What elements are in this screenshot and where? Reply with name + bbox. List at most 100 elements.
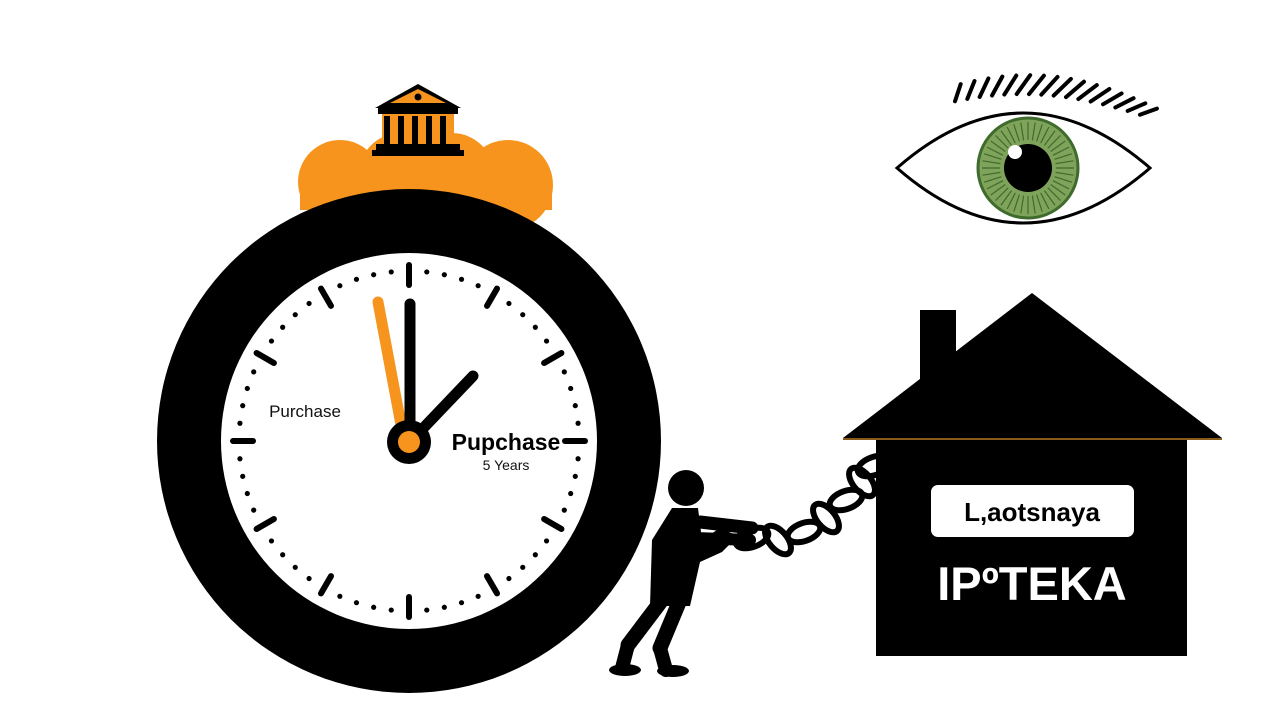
clock-ticks <box>230 262 588 620</box>
clock-hour-tick <box>484 573 500 597</box>
eye-icon <box>894 73 1159 225</box>
house-title: IPºTEKA <box>937 557 1127 610</box>
clock-minute-dot <box>353 600 360 606</box>
clock-minute-dot <box>475 593 481 599</box>
eyelashes <box>953 73 1159 117</box>
house-body <box>876 440 1187 656</box>
clock-minute-dot <box>268 538 275 544</box>
clock-minute-dot <box>561 369 567 375</box>
eyelash <box>965 79 977 101</box>
house-sign <box>931 485 1134 537</box>
clock-minute-dot <box>251 507 257 513</box>
clock-minute-dot <box>240 403 246 409</box>
clock-minute-dot <box>371 272 377 278</box>
clock-minute-dot <box>424 607 430 613</box>
clock-minute-dot <box>388 607 394 613</box>
person-leg-front <box>652 592 688 656</box>
clock-minute-dot <box>568 490 574 497</box>
clock-minute-dot <box>441 272 447 278</box>
clock-minute-dot <box>520 312 526 318</box>
iris-texture <box>982 122 1074 214</box>
clock-minute-dot <box>388 269 394 275</box>
clock-minute-dot <box>575 456 581 462</box>
clock-minute-dot <box>572 473 578 479</box>
eyelash <box>1051 76 1073 98</box>
clock-minute-dot <box>237 456 243 462</box>
person-arm <box>693 515 759 535</box>
clock-minute-dot <box>506 575 512 582</box>
eyelash <box>977 76 991 99</box>
clock-minute-dot <box>306 300 312 307</box>
chain-link <box>810 500 842 536</box>
chain-link <box>846 464 878 500</box>
eyelash <box>1138 106 1159 117</box>
eyelash <box>1002 73 1019 97</box>
eyelash <box>1076 83 1099 102</box>
clock-minute-dot <box>280 552 286 558</box>
eyelash <box>1088 86 1112 104</box>
clock-left-label: Purchase <box>269 402 341 421</box>
alarm-clock: Purchase Pupchase 5 Years <box>157 189 661 693</box>
clock-minute-dot <box>353 276 360 282</box>
clock-minute-dot <box>441 604 447 610</box>
clock-minute-dot <box>251 369 257 375</box>
clock-minute-dot <box>475 283 481 289</box>
eyelash <box>1039 74 1060 97</box>
clock-minute-dot <box>280 324 286 330</box>
eyelash <box>1101 91 1124 107</box>
clock-hour-tick <box>253 516 277 532</box>
clock-minute-dot <box>543 538 550 544</box>
clock-right-sublabel: 5 Years <box>483 457 530 473</box>
clock-minute-dot <box>458 600 465 606</box>
clock-minute-dot <box>306 575 312 582</box>
clock-hour-tick <box>318 285 334 309</box>
clock-minute-dot <box>337 593 343 599</box>
eyelash <box>1064 79 1086 100</box>
clock-minute-dot <box>458 276 465 282</box>
house-sign-label: L,aotsnaya <box>964 497 1100 527</box>
clock-hour-tick <box>541 350 565 366</box>
clock-minute-dot <box>568 385 574 392</box>
person-head <box>668 470 704 506</box>
clock-right-label: Pupchase <box>452 429 561 455</box>
clock-minute-dot <box>543 338 550 344</box>
clock-minute-dot <box>337 283 343 289</box>
clock-hour-tick <box>318 573 334 597</box>
eyelash <box>1113 96 1136 110</box>
clock-minute-dot <box>424 269 430 275</box>
clock-minute-dot <box>237 420 243 426</box>
eyelash <box>990 74 1005 98</box>
clock-minute-dot <box>532 324 538 330</box>
clock-minute-dot <box>371 604 377 610</box>
house-icon: L,aotsnaya IPºTEKA <box>843 293 1222 656</box>
chain <box>732 452 894 558</box>
clock-hour-tick <box>484 285 500 309</box>
eyelash <box>1014 73 1033 97</box>
person-torso <box>650 508 738 606</box>
roof <box>843 293 1222 438</box>
clock-minute-dot <box>575 420 581 426</box>
clock-minute-dot <box>244 385 250 392</box>
bank-icon <box>372 84 464 156</box>
eyelash <box>953 82 963 104</box>
clock-minute-dot <box>240 473 246 479</box>
clock-minute-dot <box>292 564 298 570</box>
clock-hand-orange <box>372 296 408 436</box>
clock-minute-dot <box>244 490 250 497</box>
person <box>609 470 759 677</box>
clock-minute-dot <box>532 552 538 558</box>
eyelash <box>1027 73 1046 97</box>
clock-hour-tick <box>541 516 565 532</box>
clock-minute-dot <box>292 312 298 318</box>
person-leg-back <box>620 592 670 653</box>
clock-minute-dot <box>506 300 512 307</box>
clock-minute-dot <box>572 403 578 409</box>
eyelash <box>1125 101 1148 113</box>
clock-hour-tick <box>253 350 277 366</box>
clock-minute-dot <box>520 564 526 570</box>
eye-highlight <box>1008 145 1022 159</box>
clock-minute-dot <box>561 507 567 513</box>
clock-minute-dot <box>268 338 275 344</box>
chain-link <box>854 452 894 480</box>
